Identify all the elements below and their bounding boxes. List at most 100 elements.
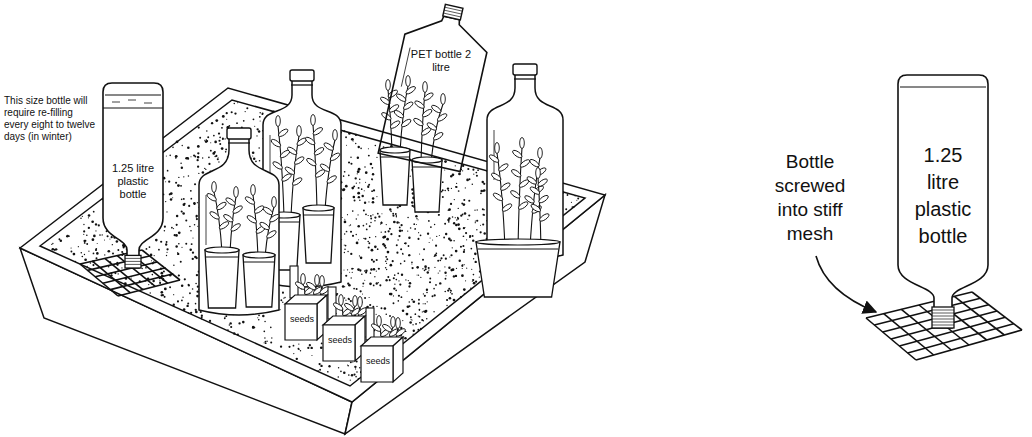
plant-leaf (436, 112, 448, 122)
gravel-dot (338, 367, 339, 368)
gravel-dot (377, 248, 379, 250)
gravel-dot (337, 376, 339, 378)
gravel-dot (259, 112, 260, 113)
gravel-dot (178, 231, 181, 234)
gravel-dot (385, 260, 387, 262)
gravel-dot (370, 218, 372, 220)
gravel-dot (159, 280, 160, 281)
gravel-dot (463, 249, 465, 251)
gravel-dot (190, 312, 192, 314)
gravel-dot (401, 224, 403, 226)
gravel-dot (457, 217, 459, 219)
gravel-dot (225, 151, 227, 153)
gravel-dot (262, 113, 264, 115)
gravel-dot (175, 182, 177, 184)
gravel-dot (357, 192, 360, 195)
gravel-dot (476, 229, 477, 230)
gravel-dot (360, 290, 362, 292)
gravel-dot (237, 333, 239, 335)
gravel-dot (455, 250, 458, 253)
gravel-dot (377, 213, 379, 215)
gravel-dot (388, 230, 390, 232)
gravel-dot (386, 224, 387, 225)
gravel-dot (166, 211, 167, 212)
gravel-dot (410, 175, 411, 176)
gravel-dot (418, 315, 419, 316)
gravel-dot (199, 137, 201, 139)
gravel-dot (252, 152, 255, 155)
gravel-dot (357, 173, 358, 174)
gravel-dot (307, 347, 309, 349)
gravel-dot (430, 237, 431, 238)
gravel-dot (474, 253, 477, 256)
gravel-dot (464, 293, 465, 294)
gravel-dot (328, 365, 330, 367)
gravel-dot (51, 244, 52, 245)
gravel-dot (401, 274, 403, 276)
gravel-dot (181, 167, 183, 169)
gravel-dot (218, 140, 220, 142)
gravel-dot (190, 230, 192, 232)
stiff-mesh (80, 250, 180, 296)
plant-leaf (329, 152, 341, 162)
gravel-dot (394, 283, 395, 284)
gravel-dot (193, 155, 195, 157)
plant-leaf (423, 92, 435, 102)
gravel-dot (265, 342, 267, 344)
gravel-dot (452, 247, 453, 248)
gravel-dot (389, 208, 391, 210)
gravel-dot (346, 231, 348, 233)
gravel-dot (221, 127, 223, 129)
gravel-dot (352, 272, 353, 273)
gravel-dot (437, 260, 439, 262)
gravel-dot (450, 239, 452, 241)
gravel-dot (345, 300, 346, 301)
gravel-dot (355, 177, 357, 179)
gravel-dot (92, 238, 95, 241)
gravel-dot (460, 246, 462, 248)
gravel-dot (265, 341, 267, 343)
gravel-dot (347, 251, 348, 252)
gravel-dot (399, 229, 402, 232)
gravel-dot (357, 214, 358, 215)
gravel-dot (452, 268, 455, 271)
gravel-dot (318, 363, 320, 365)
gravel-dot (264, 342, 265, 343)
gravel-dot (177, 252, 178, 253)
gravel-dot (473, 258, 474, 259)
gravel-dot (344, 233, 345, 234)
gravel-dot (447, 219, 449, 221)
gravel-dot (367, 186, 369, 188)
gravel-dot (576, 200, 577, 201)
gravel-dot (412, 324, 413, 325)
bottle-neck-ring (291, 84, 313, 85)
gravel-dot (262, 114, 263, 115)
plant-pot (380, 147, 410, 205)
plant (413, 82, 435, 163)
gravel-dot (201, 318, 203, 320)
gravel-dot (165, 201, 166, 202)
gravel-dot (176, 224, 178, 226)
gravel-dot (211, 122, 213, 124)
gravel-dot (344, 249, 346, 251)
gravel-dot (445, 278, 447, 280)
gravel-dot (218, 132, 220, 134)
gravel-dot (350, 361, 352, 363)
gravel-dot (284, 297, 285, 298)
gravel-dot (432, 295, 434, 297)
gravel-dot (371, 259, 373, 261)
gravel-dot (402, 320, 403, 321)
gravel-dot (345, 275, 347, 277)
gravel-dot (396, 215, 397, 216)
gravel-dot (447, 289, 449, 291)
gravel-dot (376, 196, 377, 197)
gravel-dot (160, 272, 163, 275)
gravel-dot (395, 290, 397, 292)
gravel-dot (197, 202, 198, 203)
gravel-dot (461, 265, 463, 267)
mesh-wire (88, 256, 150, 270)
gravel-dot (181, 284, 184, 287)
plant-leaf (272, 160, 284, 170)
gravel-dot (385, 279, 387, 281)
